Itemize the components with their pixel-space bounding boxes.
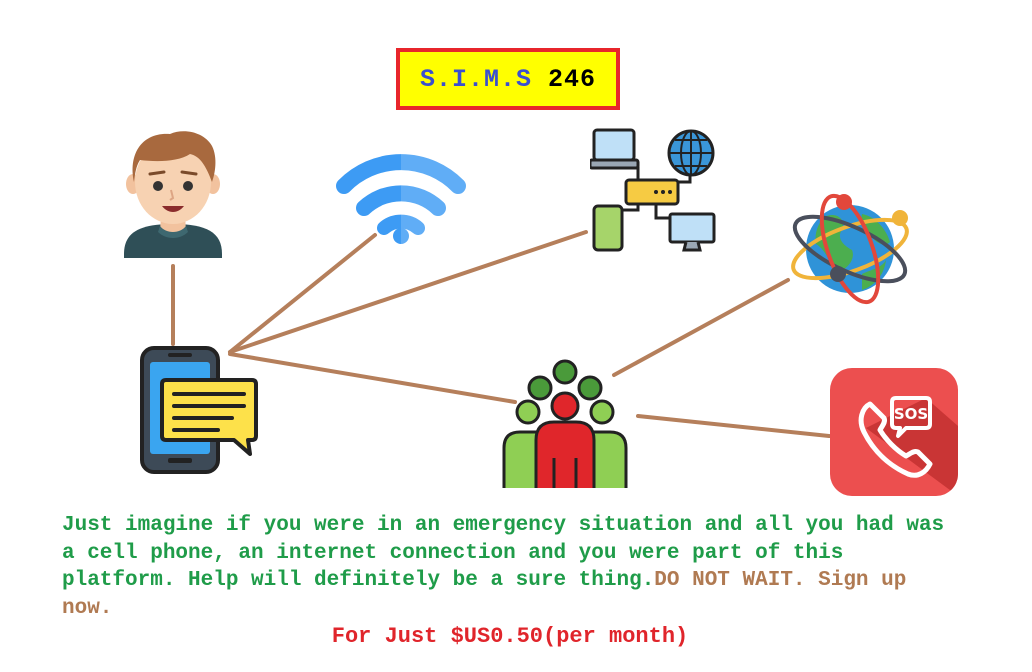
line-phone-network [228, 230, 588, 354]
smartphone-chat-icon [140, 346, 258, 474]
community-group-icon [502, 359, 628, 488]
line-group-sos [636, 414, 831, 438]
title-main: S.I.M.S [419, 64, 532, 94]
price-text: For Just $US0.50(per month) [331, 624, 689, 649]
globe-orbit-icon [791, 193, 909, 305]
message-body: Just imagine if you were in an emergency… [62, 514, 945, 592]
line-group-globe [612, 278, 790, 377]
call-to-action: DO NOT WAIT. Sign up now. [62, 569, 907, 620]
network-devices-icon [590, 128, 716, 252]
line-phone-group [228, 352, 517, 404]
sos-call-icon: SOS [830, 368, 958, 496]
svg-text:SOS: SOS [894, 405, 928, 423]
title-number: 246 [548, 64, 597, 94]
user-avatar-icon [124, 131, 222, 258]
message-text: Just imagine if you were in an emergency… [62, 512, 962, 622]
line-phone-wifi [228, 233, 377, 354]
wifi-icon [336, 150, 466, 246]
title-banner: S.I.M.S 246 [396, 48, 620, 110]
